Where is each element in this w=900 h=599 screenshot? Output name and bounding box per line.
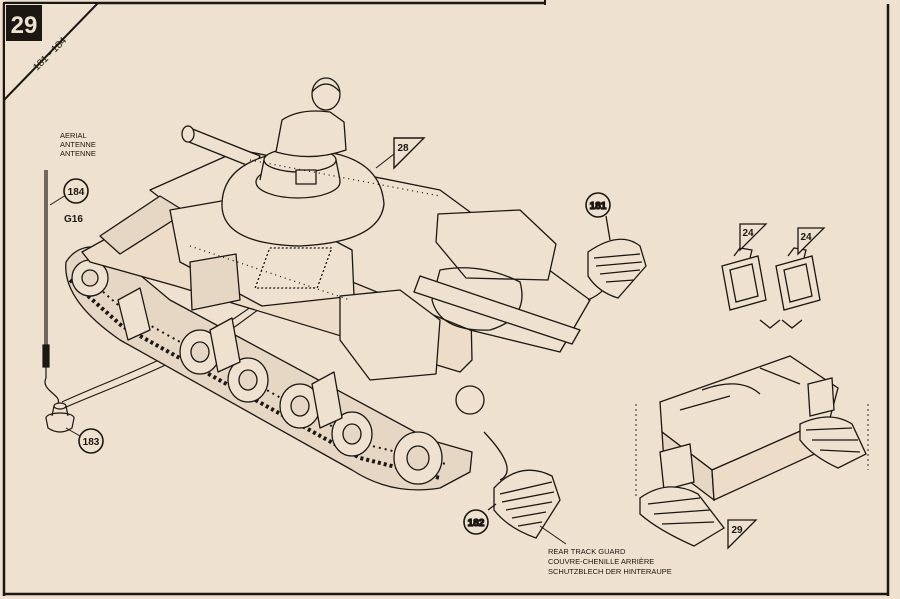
part-183-number: 183 bbox=[83, 437, 100, 448]
rear-guard-label-en: REAR TRACK GUARD bbox=[548, 547, 626, 556]
part-184-number: 184 bbox=[68, 187, 85, 198]
commander-figure bbox=[275, 110, 347, 158]
road-wheels bbox=[179, 329, 443, 485]
callout-184: 184 bbox=[49, 178, 89, 206]
rear-guard-label-de: SCHUTZBLECH DER HINTERAUPE bbox=[548, 567, 672, 576]
part-24b-number: 24 bbox=[800, 232, 812, 243]
ref-28: 28 bbox=[375, 137, 426, 170]
rear-detail-view bbox=[635, 355, 869, 550]
part-182-number: 182 bbox=[468, 518, 485, 529]
part-181-number: 181 bbox=[590, 201, 607, 212]
suspension-bogies bbox=[117, 287, 343, 429]
part-182-guard: 182 bbox=[463, 469, 567, 545]
part-24a-number: 24 bbox=[742, 228, 754, 239]
ref-28-number: 28 bbox=[397, 143, 409, 154]
step-number: 29 bbox=[11, 12, 38, 39]
jerry-cans bbox=[721, 223, 826, 329]
tank-illustration bbox=[65, 77, 608, 491]
step-corner: 29 181 - 184 bbox=[3, 2, 101, 103]
aerial-label-de: ANTENNE bbox=[60, 149, 96, 158]
ref-29-number: 29 bbox=[731, 525, 743, 536]
sprue-ref-g16: G16 bbox=[64, 214, 83, 225]
aerial-label-en: AERIAL bbox=[60, 131, 87, 140]
rear-guard-label-fr: COUVRE-CHENILLE ARRIÈRE bbox=[548, 557, 654, 566]
part-181-guard: 181 bbox=[585, 192, 647, 299]
callout-183: 183 bbox=[65, 427, 104, 454]
aerial-label-fr: ANTENNE bbox=[60, 140, 96, 149]
step-number-box bbox=[6, 5, 42, 41]
